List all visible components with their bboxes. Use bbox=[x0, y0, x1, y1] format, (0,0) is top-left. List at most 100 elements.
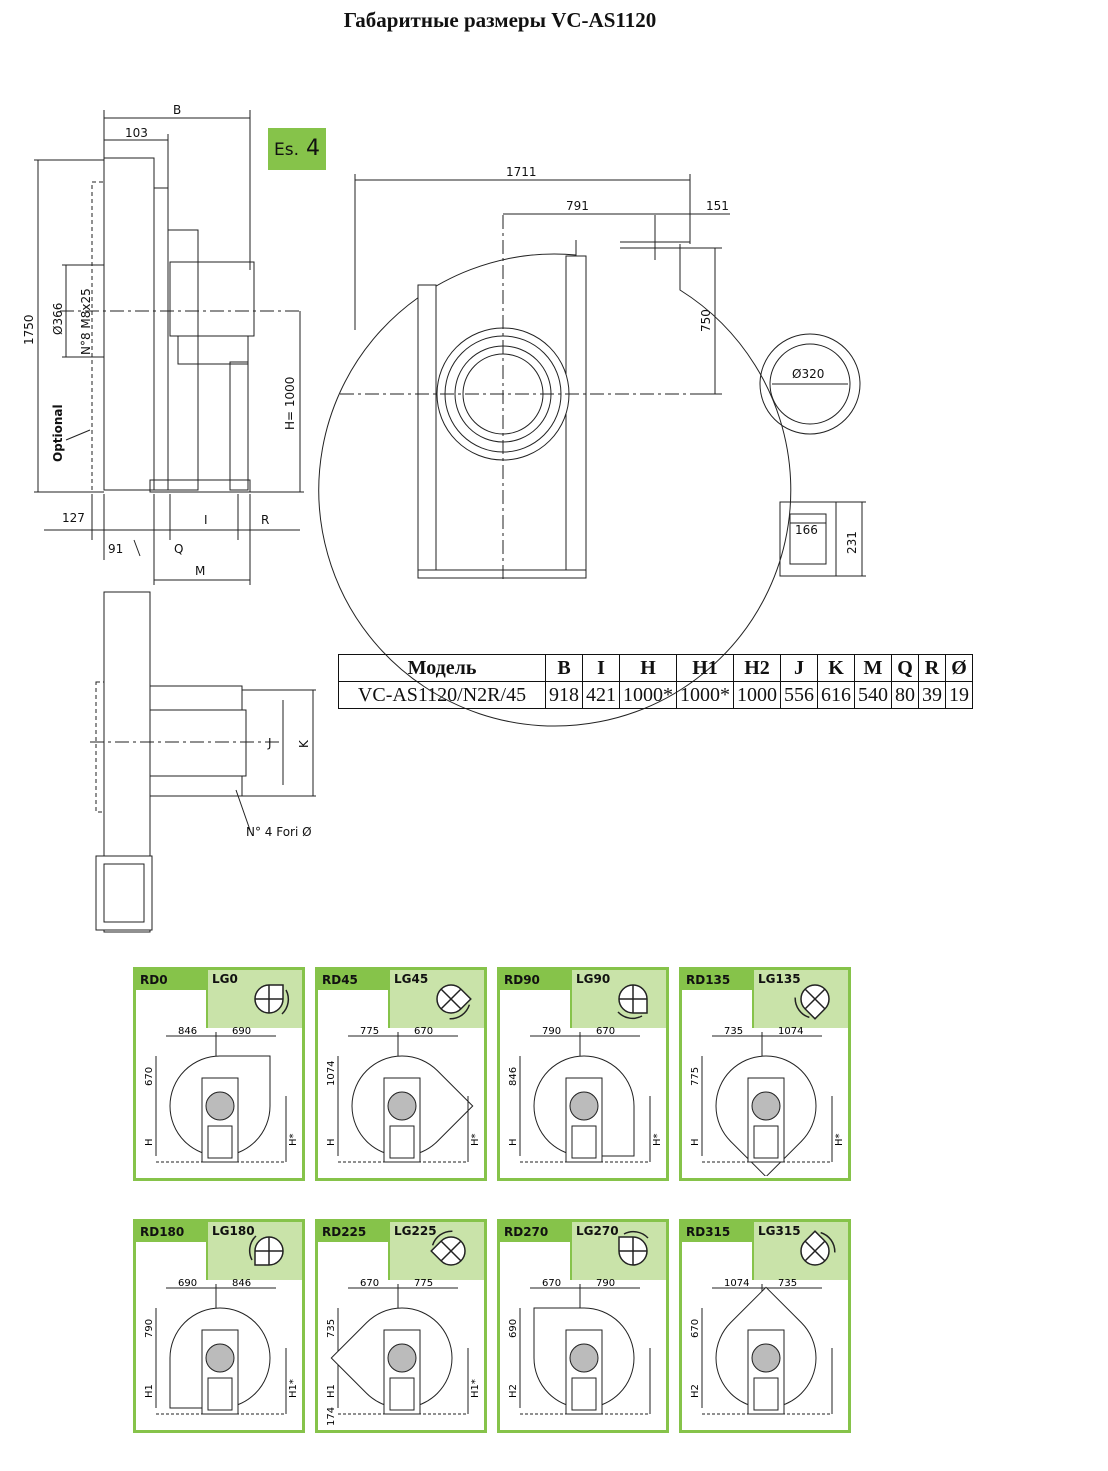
dim-h-right: H* bbox=[470, 1133, 481, 1146]
dim-bolts: N°8 M8x25 bbox=[79, 288, 93, 355]
table-cell: 540 bbox=[854, 681, 892, 709]
rotation-symbol-icon bbox=[254, 984, 290, 1015]
table-header: Ø bbox=[945, 654, 973, 682]
dimensions-table: Модель B I H H1 H2 J K M Q R Ø VC-AS1120… bbox=[338, 654, 973, 709]
dim-j: J bbox=[267, 736, 272, 750]
dim-h-right: H1* bbox=[470, 1379, 481, 1398]
rd-label: RD315 bbox=[682, 1222, 752, 1242]
rotation-symbol-icon bbox=[800, 1230, 836, 1266]
rd-label: RD0 bbox=[136, 970, 206, 990]
top-view-labels: J K N° 4 Fori Ø bbox=[246, 736, 312, 839]
lg-label: LG315 bbox=[758, 1224, 801, 1238]
rotation-symbol-icon bbox=[436, 984, 472, 1020]
dim-h-left: H bbox=[326, 1138, 337, 1146]
dim-h-right: H* bbox=[288, 1133, 299, 1146]
rotation-symbol-icon bbox=[617, 984, 648, 1020]
dim-h-right: H* bbox=[834, 1133, 845, 1146]
dim-h-left: H bbox=[144, 1138, 155, 1146]
dim-q: Q bbox=[174, 542, 183, 556]
rotation-symbol-icon bbox=[430, 1230, 466, 1266]
dim-231: 231 bbox=[845, 531, 859, 554]
dim-127: 127 bbox=[62, 511, 85, 525]
table-cell: 918 bbox=[545, 681, 583, 709]
table-header: K bbox=[817, 654, 855, 682]
side-view-labels: B 103 1750 Ø366 N°8 M8x25 Optional H= 10… bbox=[22, 103, 297, 578]
badge-prefix: Es. bbox=[273, 140, 299, 160]
dim-791: 791 bbox=[566, 199, 589, 213]
dim-151: 151 bbox=[706, 199, 729, 213]
dim-v: 670 bbox=[690, 1319, 701, 1338]
dim-v: 846 bbox=[508, 1067, 519, 1086]
dim-a: 846 bbox=[178, 1026, 197, 1037]
lg-box: LG0 bbox=[206, 970, 302, 1028]
dim-a: 670 bbox=[542, 1278, 561, 1289]
lg-box: LG225 bbox=[388, 1222, 484, 1280]
table-header: H1 bbox=[676, 654, 734, 682]
lg-box: LG45 bbox=[388, 970, 484, 1028]
front-view-labels: 1711 791 151 750 Ø320 166 231 bbox=[506, 165, 859, 554]
table-cell: 1000 bbox=[733, 681, 781, 709]
table-header: M bbox=[854, 654, 892, 682]
dim-91: 91 bbox=[108, 542, 123, 556]
dim-a: 790 bbox=[542, 1026, 561, 1037]
front-view bbox=[318, 174, 792, 727]
dim-v: 790 bbox=[144, 1319, 155, 1338]
table-cell: 556 bbox=[780, 681, 818, 709]
table-header: H bbox=[619, 654, 677, 682]
dim-h-right: H* bbox=[652, 1133, 663, 1146]
dim-m: M bbox=[195, 564, 205, 578]
table-header: Модель bbox=[338, 654, 546, 682]
dim-h-right: H1* bbox=[288, 1379, 299, 1398]
dim-366: Ø366 bbox=[51, 303, 65, 335]
dim-b: 735 bbox=[778, 1278, 797, 1289]
dim-1711: 1711 bbox=[506, 165, 537, 179]
lg-label: LG135 bbox=[758, 972, 801, 986]
lg-label: LG270 bbox=[576, 1224, 619, 1238]
side-view bbox=[34, 110, 304, 585]
dim-b: 690 bbox=[232, 1026, 251, 1037]
outlet-view bbox=[779, 501, 866, 577]
dim-i: I bbox=[204, 513, 208, 527]
dim-a: 735 bbox=[724, 1026, 743, 1037]
dim-b: B bbox=[173, 103, 181, 117]
table-row: VC-AS1120/N2R/45 918 421 1000* 1000* 100… bbox=[338, 681, 973, 709]
table-header: B bbox=[545, 654, 583, 682]
lg-label: LG0 bbox=[212, 972, 238, 986]
table-cell: 39 bbox=[918, 681, 946, 709]
lg-box: LG180 bbox=[206, 1222, 302, 1280]
optional-label: Optional bbox=[51, 404, 65, 462]
rotation-symbol-icon bbox=[618, 1230, 649, 1266]
table-cell: 1000* bbox=[676, 681, 734, 709]
dim-v: 1074 bbox=[326, 1061, 337, 1086]
rotation-symbol-icon bbox=[794, 984, 830, 1020]
table-cell: 19 bbox=[945, 681, 973, 709]
dim-v: 690 bbox=[508, 1319, 519, 1338]
rotation-symbol-icon bbox=[248, 1235, 284, 1266]
dim-320: Ø320 bbox=[792, 367, 824, 381]
dim-a: 670 bbox=[360, 1278, 379, 1289]
dim-v: 775 bbox=[690, 1067, 701, 1086]
table-header-row: Модель B I H H1 H2 J K M Q R Ø bbox=[338, 654, 973, 682]
lg-label: LG180 bbox=[212, 1224, 255, 1238]
holes-label: N° 4 Fori Ø bbox=[246, 825, 312, 839]
dim-v: 670 bbox=[144, 1067, 155, 1086]
lg-label: LG90 bbox=[576, 972, 611, 986]
dim-base: 174 bbox=[326, 1407, 337, 1426]
table-cell: 1000* bbox=[619, 681, 677, 709]
table-cell: 616 bbox=[817, 681, 855, 709]
dim-a: 775 bbox=[360, 1026, 379, 1037]
lg-label: LG225 bbox=[394, 1224, 437, 1238]
dim-b: 1074 bbox=[778, 1026, 803, 1037]
dim-h-left: H1 bbox=[326, 1384, 337, 1398]
